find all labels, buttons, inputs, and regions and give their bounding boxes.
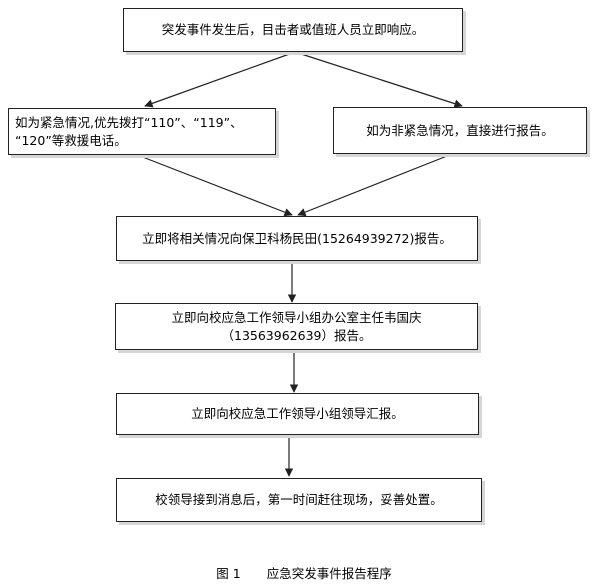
figure-title: 应急突发事件报告程序 — [266, 566, 392, 581]
arrow-start-to-non-emergency — [294, 51, 463, 108]
step-report-security-box: 立即将相关情况向保卫科杨民田(15264939272)报告。 — [116, 216, 478, 261]
step-report-office-text: 立即向校应急工作领导小组办公室主任韦国庆 （13563962639）报告。 — [171, 309, 422, 343]
step-report-group-text: 立即向校应急工作领导小组领导汇报。 — [191, 406, 404, 421]
step-emergency-text: 如为紧急情况,优先拨打“110”、“119”、 “120”等救援电话。 — [15, 114, 243, 148]
step-non-emergency-text: 如为非紧急情况，直接进行报告。 — [366, 122, 554, 138]
arrow-start-to-emergency — [144, 51, 296, 108]
step-report-group-box: 立即向校应急工作领导小组领导汇报。 — [116, 393, 479, 435]
arrow-non-emergency-to-security — [297, 155, 448, 217]
step-emergency-box: 如为紧急情况,优先拨打“110”、“119”、 “120”等救援电话。 — [8, 108, 276, 155]
step-start-box: 突发事件发生后，目击者或值班人员立即响应。 — [123, 8, 463, 52]
step-leaders-act-text: 校领导接到消息后，第一时间赶往现场，妥善处置。 — [155, 492, 443, 507]
figure-caption: 图 1 应急突发事件报告程序 — [0, 563, 608, 582]
figure-number: 图 1 — [216, 566, 241, 581]
step-report-office-box: 立即向校应急工作领导小组办公室主任韦国庆 （13563962639）报告。 — [115, 303, 478, 350]
arrow-emergency-to-security — [139, 155, 293, 217]
step-non-emergency-box: 如为非紧急情况，直接进行报告。 — [333, 107, 587, 154]
step-start-text: 突发事件发生后，目击者或值班人员立即响应。 — [161, 22, 425, 37]
step-leaders-act-box: 校领导接到消息后，第一时间赶往现场，妥善处置。 — [116, 478, 482, 522]
step-report-security-text: 立即将相关情况向保卫科杨民田(15264939272)报告。 — [142, 230, 452, 246]
